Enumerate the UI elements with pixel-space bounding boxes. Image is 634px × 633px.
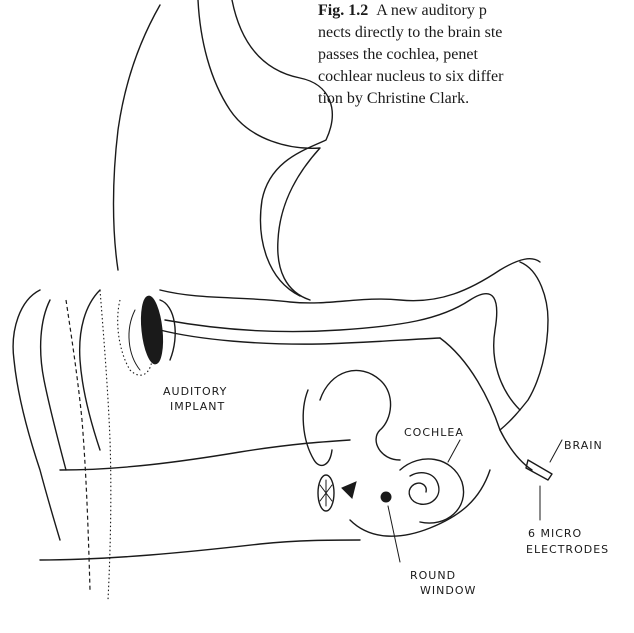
label-brain: BRAIN: [564, 439, 603, 452]
inner-ear-outline: [320, 370, 400, 460]
label-round-window-2: WINDOW: [420, 584, 476, 597]
ear-canal-dashed: [66, 300, 90, 590]
cochlea: [400, 459, 464, 523]
inner-ear-lower: [350, 470, 490, 536]
canal-lower-long: [40, 540, 360, 560]
outer-ear: [13, 290, 60, 540]
label-electrodes-2: ELECTRODES: [526, 543, 609, 556]
lead-dotted: [100, 290, 111, 600]
eardrum-star: [320, 480, 332, 506]
ossicle: [342, 482, 356, 498]
label-cochlea: COCHLEA: [404, 426, 464, 439]
label-electrodes-1: 6 MICRO: [528, 527, 582, 540]
brain-contour-3: [500, 262, 548, 430]
brain-contour-1: [160, 259, 540, 303]
skull-contour: [198, 0, 320, 300]
round-window-dot: [381, 492, 391, 502]
label-auditory-implant-2: IMPLANT: [170, 400, 225, 413]
outer-ear-inner: [41, 300, 66, 470]
pointer-cochlea: [448, 440, 460, 462]
head-outline: [114, 5, 161, 270]
electrode-lead: [440, 338, 532, 470]
middle-ear: [303, 390, 332, 465]
pointer-brain: [550, 440, 562, 462]
label-auditory-implant-1: AUDITORY: [163, 385, 227, 398]
pointer-round-window: [388, 506, 400, 562]
label-round-window-1: ROUND: [410, 569, 456, 582]
electrode-tip: [526, 460, 552, 480]
